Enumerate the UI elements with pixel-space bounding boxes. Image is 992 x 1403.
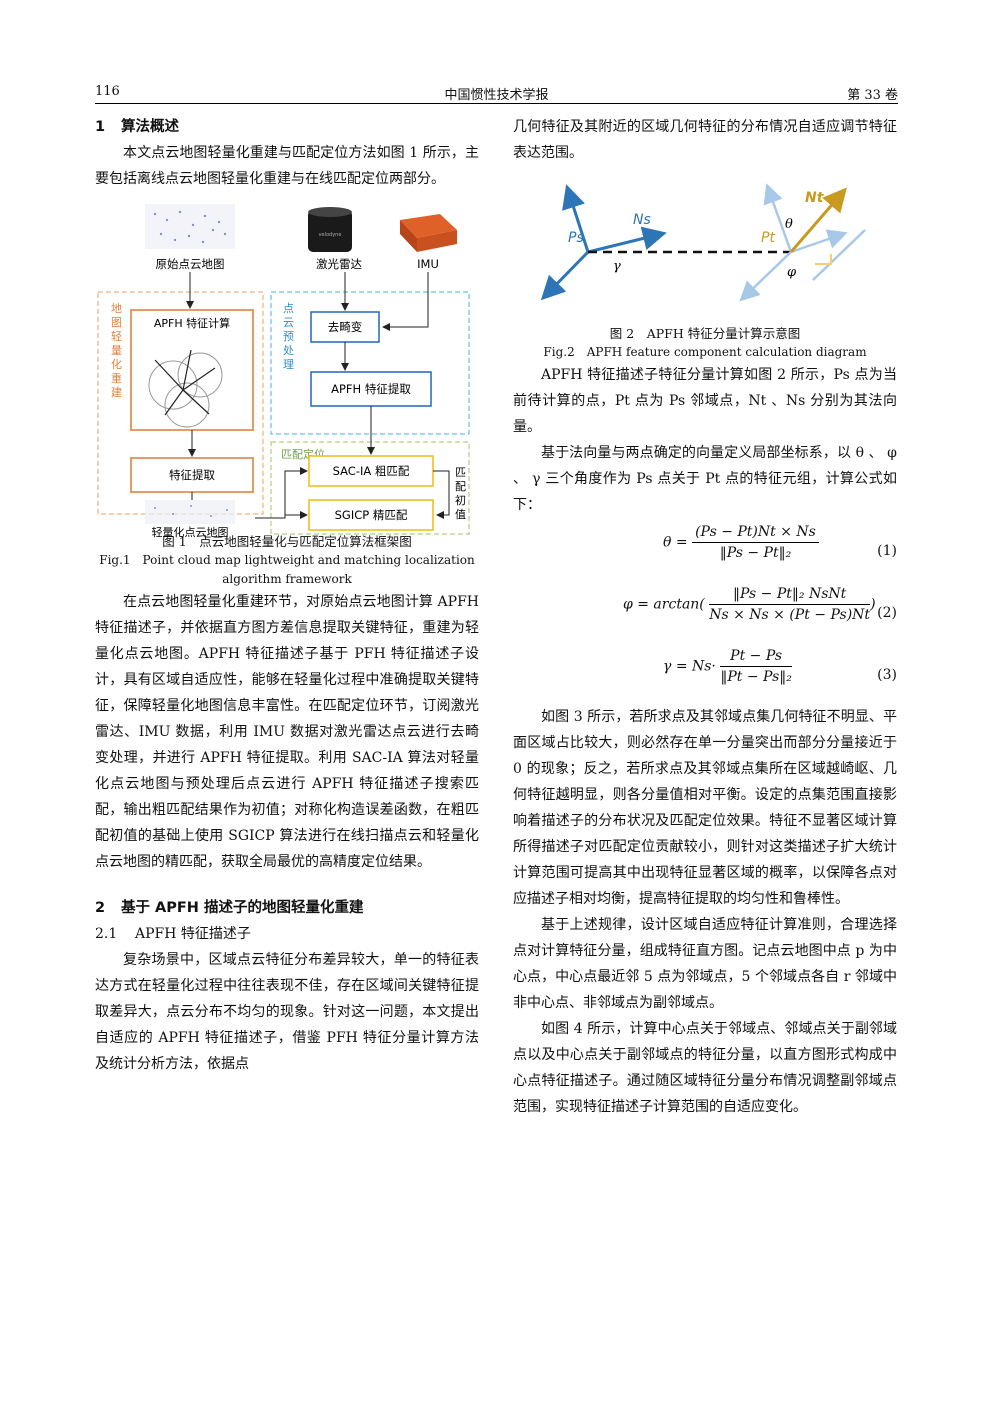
sac-ia-box <box>308 455 434 487</box>
page-number: 116 <box>95 84 120 99</box>
raw-map-label: 原始点云地图 <box>156 257 225 271</box>
figure-2: Ps Ns Pt Nt γ θ φ <box>513 180 897 320</box>
imu-label: IMU <box>417 257 439 271</box>
volume-label: 第 33 卷 <box>847 88 898 103</box>
imu-image <box>400 214 457 252</box>
svg-text:Nt: Nt <box>805 190 825 206</box>
svg-text:值: 值 <box>455 508 466 521</box>
svg-text:匹: 匹 <box>455 466 466 479</box>
svg-text:处: 处 <box>283 344 294 357</box>
svg-text:图: 图 <box>111 316 122 329</box>
feature-extract-box <box>130 457 254 493</box>
apfh-sketch <box>148 352 223 428</box>
running-header: 116 中国惯性技术学报 第 33 卷 <box>95 84 898 106</box>
lidar-label: 激光雷达 <box>316 257 362 271</box>
svg-text:velodyne: velodyne <box>319 232 342 238</box>
light-map-image <box>145 500 235 524</box>
preproc-group-label: 点云预 处理 <box>283 302 294 371</box>
paragraph: APFH 特征描述子特征分量计算如图 2 所示，Ps 点为当前待计算的点，Pt … <box>513 367 897 435</box>
svg-text:Ns: Ns <box>633 212 651 228</box>
svg-text:量: 量 <box>111 344 122 357</box>
svg-text:云: 云 <box>283 316 294 329</box>
svg-text:重: 重 <box>111 371 122 385</box>
figure-1-caption-cn: 图 1 点云地图轻量化与匹配定位算法框架图 <box>162 534 412 549</box>
svg-text:SAC-IA 粗匹配: SAC-IA 粗匹配 <box>333 464 410 478</box>
svg-text:特征提取: 特征提取 <box>169 468 215 482</box>
svg-text:预: 预 <box>283 330 294 343</box>
svg-text:去畸变: 去畸变 <box>328 320 363 334</box>
svg-text:SGICP 精匹配: SGICP 精匹配 <box>335 508 408 522</box>
equation-3: γ = Ns· Pt − Ps‖Pt − Ps‖₂ (3) <box>663 648 897 685</box>
apfh-component-diagram: Ps Ns Pt Nt γ θ φ <box>540 183 866 302</box>
svg-text:Ps: Ps <box>568 230 584 246</box>
raw-map-image <box>145 204 235 249</box>
figure-1: 原始点云地图 velodyne 激光雷达 IMU 地图轻 量化重建 <box>95 200 479 540</box>
svg-text:轻: 轻 <box>111 329 122 343</box>
svg-text:γ: γ <box>613 259 621 274</box>
svg-text:理: 理 <box>283 358 294 371</box>
sgicp-box <box>308 499 434 531</box>
svg-text:点: 点 <box>283 302 294 315</box>
equation-1: θ = (Ps − Pt)Nt × Ns‖Ps − Pt‖₂ (1) <box>663 524 897 561</box>
svg-text:地: 地 <box>111 302 122 315</box>
right-column: 几何特征及其附近的区域几何特征的分布情况自适应调节特征表达范围。 <box>513 114 897 1120</box>
figure-2-caption-en: Fig.2 APFH feature component calculation… <box>543 345 867 359</box>
svg-text:APFH 特征计算: APFH 特征计算 <box>154 316 230 330</box>
light-map-label: 轻量化点云地图 <box>152 525 229 539</box>
paragraph: 在点云地图轻量化重建环节，对原始点云地图计算 APFH 特征描述子，并依据直方图… <box>95 594 479 870</box>
init-value-label: 匹配初值 <box>455 466 466 521</box>
header-rule <box>95 103 898 104</box>
paragraph: 几何特征及其附近的区域几何特征的分布情况自适应调节特征表达范围。 <box>513 119 897 161</box>
paragraph: 基于法向量与两点确定的向量定义局部坐标系，以 θ 、 φ 、 γ 三个角度作为 … <box>513 445 897 513</box>
map-group-label: 地图轻 量化重建 <box>111 302 122 399</box>
paragraph: 如图 4 所示，计算中心点关于邻域点、邻域点关于副邻域点以及中心点关于副邻域点的… <box>513 1021 897 1115</box>
paragraph: 复杂场景中，区域点云特征分布差异较大，单一的特征表达方式在轻量化过程中往往表现不… <box>95 952 479 1072</box>
match-group-box <box>270 441 470 535</box>
svg-text:建: 建 <box>111 385 122 399</box>
paragraph: 本文点云地图轻量化重建与匹配定位方法如图 1 所示，主要包括离线点云地图轻量化重… <box>95 145 479 187</box>
map-group-box <box>97 291 264 515</box>
paragraph: 基于上述规律，设计区域自适应特征计算准则，合理选择点对计算特征分量，组成特征直方… <box>513 917 897 1011</box>
svg-text:Pt: Pt <box>761 230 775 246</box>
journal-name: 中国惯性技术学报 <box>444 88 549 103</box>
paragraph: 如图 3 所示，若所求点及其邻域点集几何特征不明显、平面区域占比较大，则必然存在… <box>513 709 897 907</box>
svg-text:θ: θ <box>785 217 793 232</box>
svg-text:化: 化 <box>111 357 122 371</box>
svg-text:配: 配 <box>455 480 466 493</box>
figure-1-caption-en: Fig.1 Point cloud map lightweight and ma… <box>99 553 475 586</box>
svg-text:初: 初 <box>455 493 466 507</box>
lidar-image: velodyne <box>308 207 352 252</box>
svg-text:APFH 特征提取: APFH 特征提取 <box>331 382 411 396</box>
framework-diagram: 原始点云地图 velodyne 激光雷达 IMU 地图轻 量化重建 <box>97 204 470 539</box>
preproc-group-box <box>270 291 470 435</box>
svg-text:φ: φ <box>787 265 797 280</box>
figure-2-caption-cn: 图 2 APFH 特征分量计算示意图 <box>609 326 801 341</box>
